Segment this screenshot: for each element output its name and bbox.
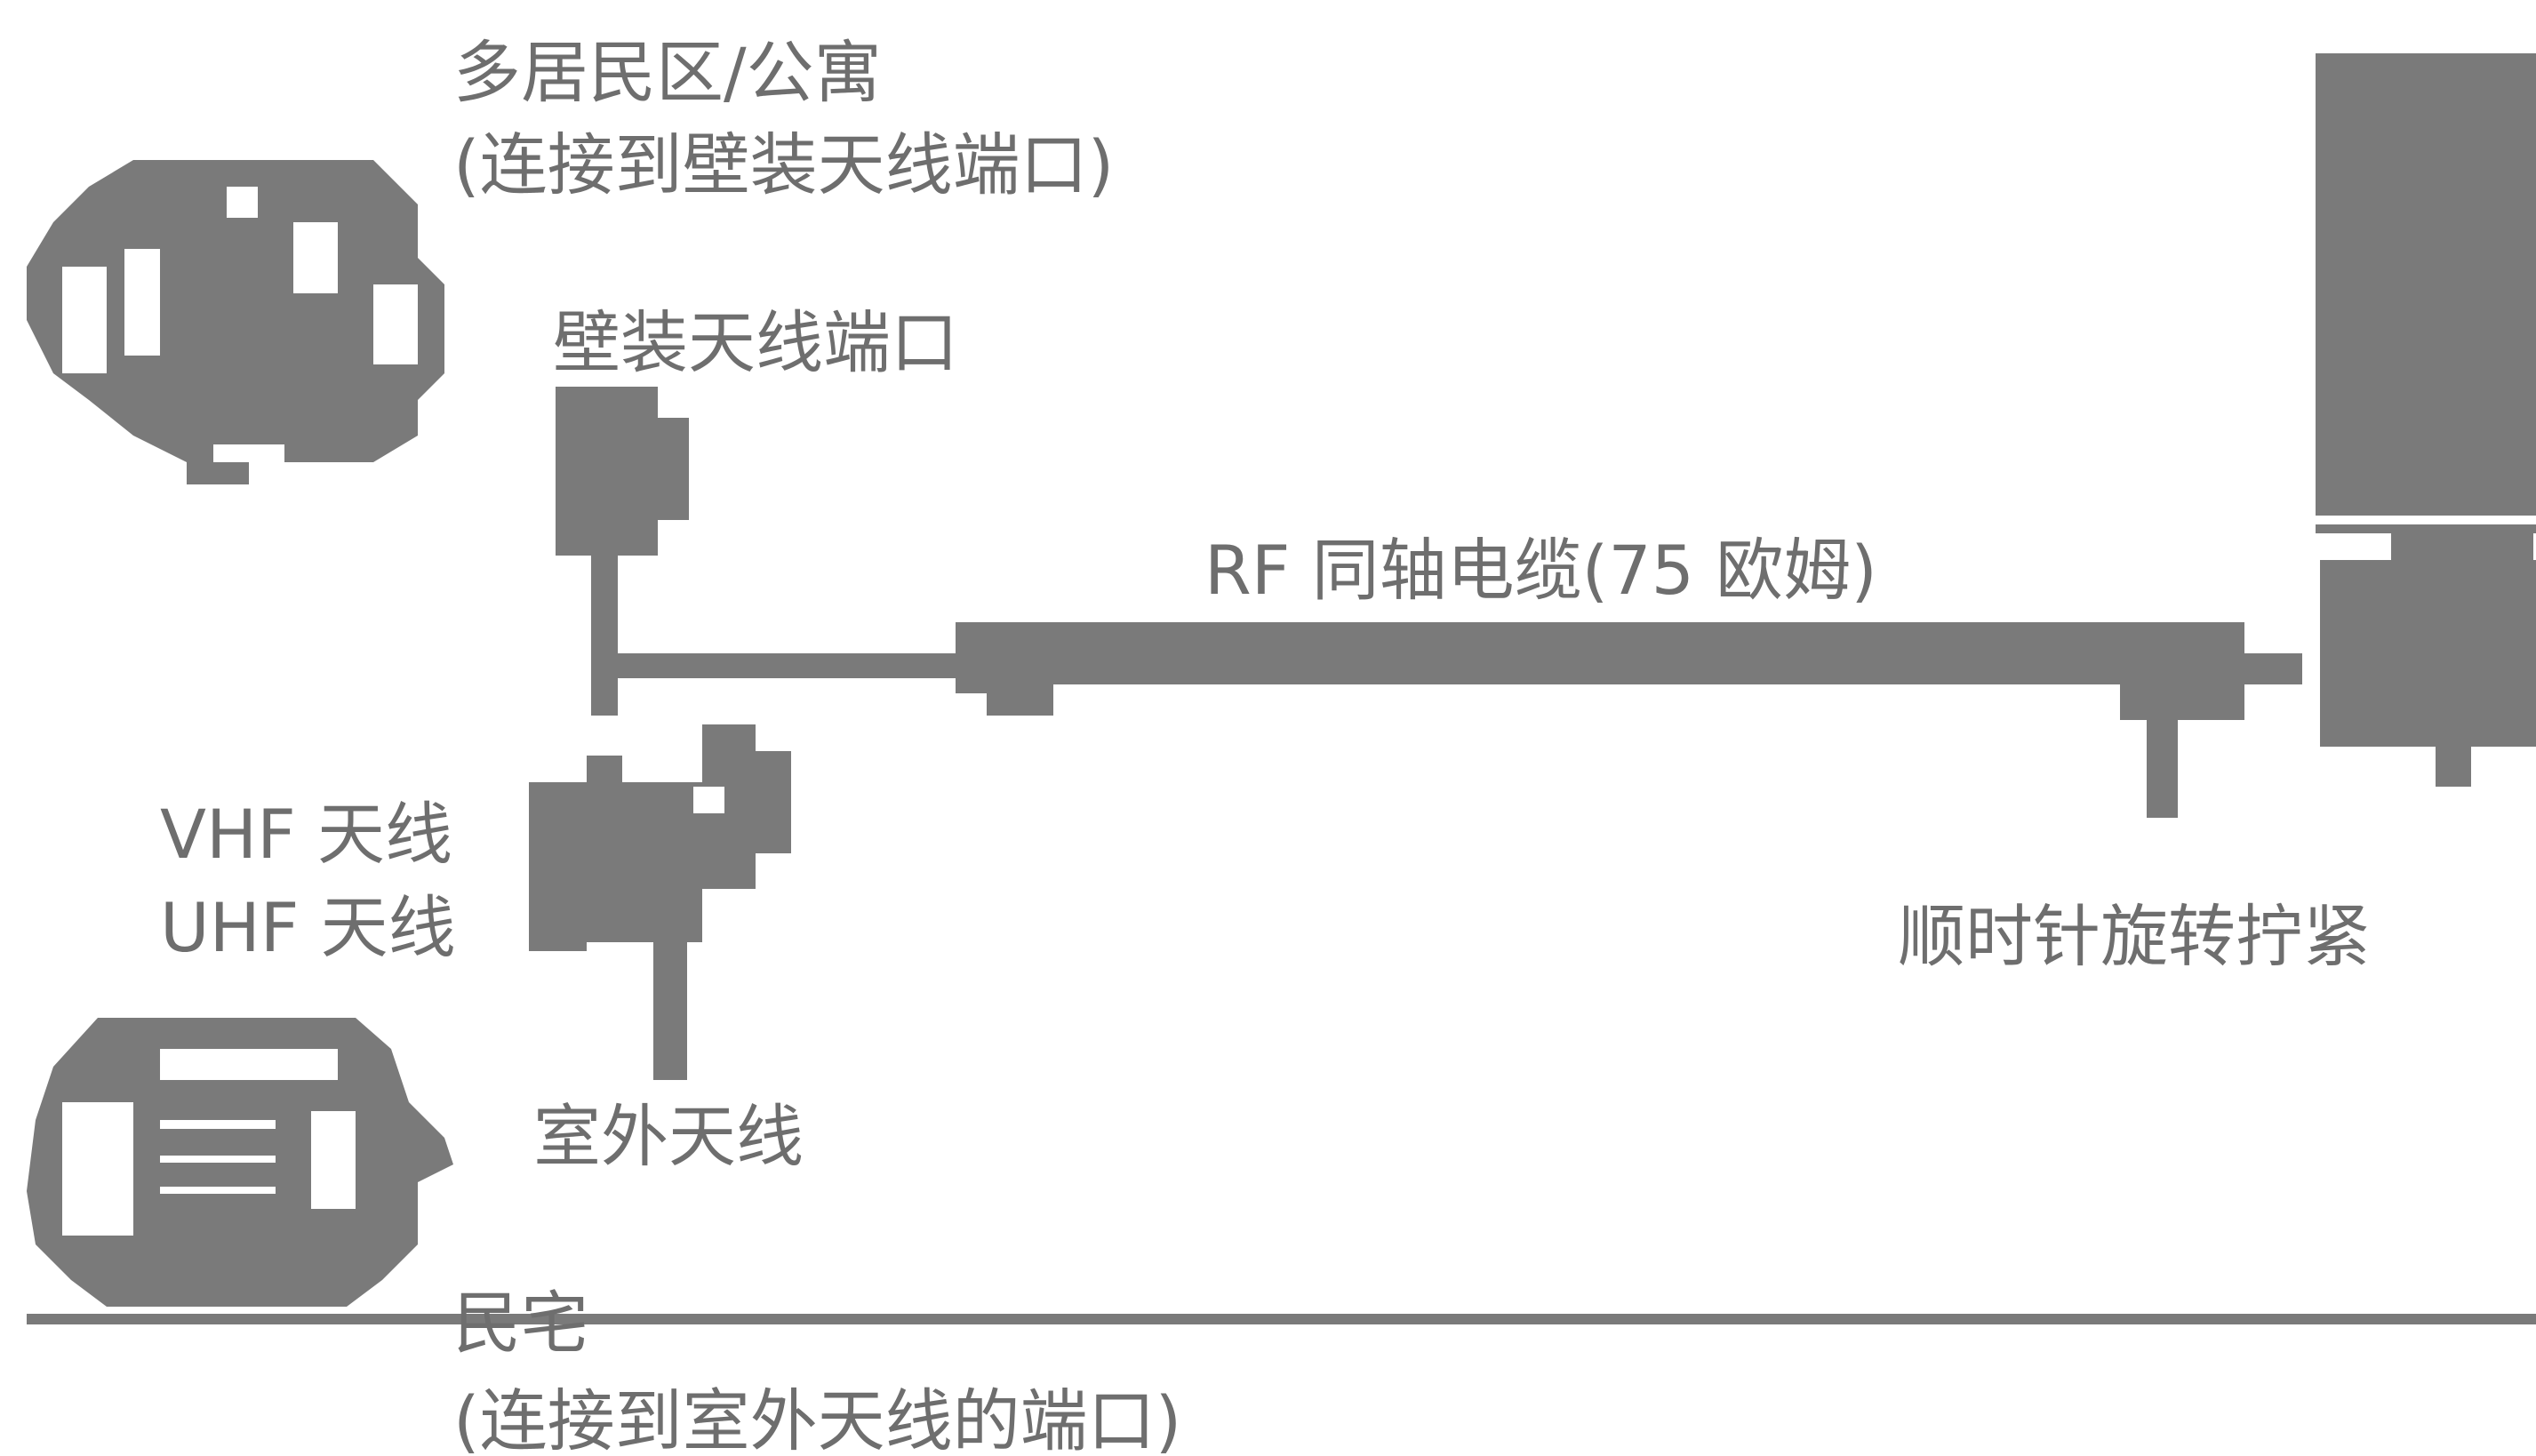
floor-line — [27, 1314, 2536, 1324]
apartment-note: (连接到壁装天线端口) — [453, 125, 1114, 204]
outdoor-antenna-label: 室外天线 — [533, 1097, 804, 1176]
house-wall-plate-icon — [27, 1018, 453, 1307]
tighten-label: 顺时针旋转拧紧 — [1898, 897, 2371, 976]
wall-port-label: 壁装天线端口 — [553, 303, 958, 382]
uhf-label: UHF 天线 — [160, 888, 456, 967]
feed-cables — [591, 551, 964, 1080]
wall-antenna-port-icon — [556, 387, 689, 556]
house-title: 民宅 — [453, 1284, 588, 1363]
outdoor-antenna-connector-icon — [529, 724, 791, 951]
cable-label: RF 同轴电缆(75 欧姆) — [1204, 531, 1877, 610]
house-note: (连接到室外天线的端口) — [453, 1381, 1181, 1456]
rf-coaxial-cable — [956, 622, 2302, 818]
tv-antenna-input-icon — [2316, 53, 2536, 787]
apartment-wall-plate-icon — [27, 160, 444, 484]
vhf-label: VHF 天线 — [160, 795, 452, 874]
apartment-title: 多居民区/公寓 — [453, 33, 882, 112]
